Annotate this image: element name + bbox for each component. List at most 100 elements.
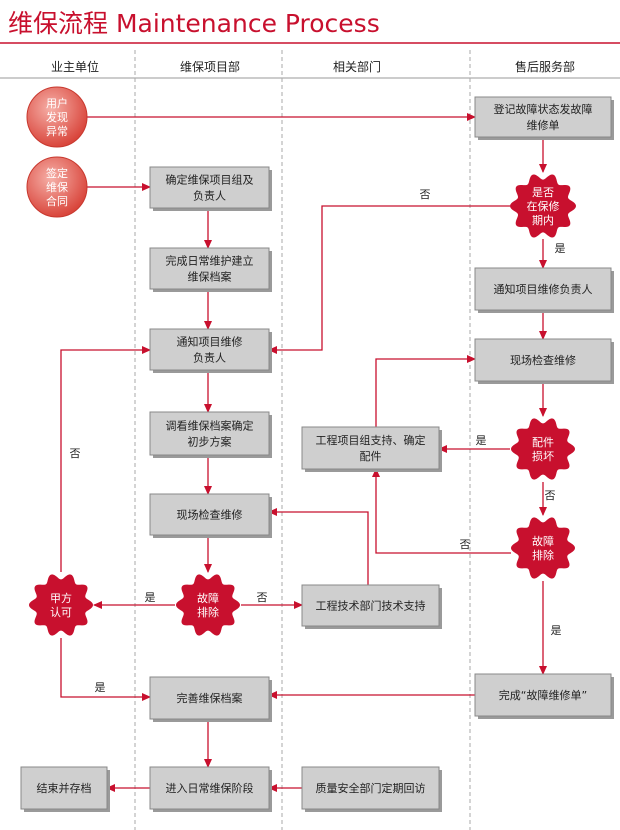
edge-tech-to-onsite-mid [268,508,369,585]
node-label: 期内 [532,213,554,227]
node-label: 现场检查维修 [510,353,576,367]
node-label: 完成日常维护建立 [166,254,254,268]
node-label: 认可 [50,606,72,619]
node-box [149,247,270,290]
node-label: 初步方案 [188,435,232,449]
edge-label-no-4: 否 [460,538,471,551]
node-box [301,766,440,810]
node-onsite-mid: 现场检查维修 [149,493,272,538]
edge-approve-yes-to-improve [60,638,151,701]
lane-header-owner: 业主单位 [50,60,99,74]
node-box [474,96,612,138]
node-label: 进入日常维保阶段 [166,781,254,795]
node-label: 通知项目维修负责人 [494,282,593,296]
node-label: 是否 [532,186,554,199]
node-improve-archive: 完善维保档案 [149,676,272,722]
node-box [301,426,440,470]
node-label: 排除 [532,548,554,562]
node-onsite-right: 现场检查维修 [474,338,614,384]
edge-label-yes-5: 是 [95,681,106,694]
node-label: 签定 [46,166,68,180]
node-label: 工程项目组支持、确定 [316,433,426,447]
node-label: 配件 [532,436,554,449]
edge-support-to-onsite-right [375,355,476,427]
node-label: 故障 [532,534,554,548]
edge-label-yes-4: 是 [551,624,562,637]
node-label: 现场检查维修 [177,508,243,522]
page-title: 维保流程 Maintenance Process [8,9,380,38]
node-box [149,766,270,810]
node-label: 损坏 [532,449,554,463]
node-quality-visit: 质量安全部门定期回访 [301,766,442,812]
node-label: 甲方 [50,591,72,605]
node-circle [26,86,88,148]
node-circle [26,156,88,218]
node-label: 用户 [46,96,68,110]
lane-header-project-dept: 维保项目部 [179,60,240,74]
node-box [149,411,270,456]
lane-header-related-dept: 相关部门 [332,60,381,74]
node-box [20,766,108,810]
node-complete-order: 完成“故障维修单” [474,673,614,719]
node-enter-daily: 进入日常维保阶段 [149,766,272,812]
node-label: 故障 [197,591,219,605]
node-label: 发现 [46,110,68,124]
node-tech-support: 工程技术部门技术支持 [301,584,442,629]
node-label: 配件 [360,450,382,463]
node-label: 负责人 [193,189,226,203]
node-notify-lead-mid: 通知项目维修负责人 [149,328,272,373]
node-label: 完成“故障维修单” [499,688,587,702]
node-label: 通知项目维修 [177,335,243,349]
node-box [474,673,612,717]
edge-fault-right-no-to-support [372,468,511,554]
edge-label-yes-1: 是 [555,242,566,255]
edge-label-no-5: 否 [257,591,268,604]
node-label: 登记故障状态发故障 [494,102,593,116]
node-label: 维保档案 [188,270,232,284]
node-box [474,338,612,382]
node-label: 确定维保项目组及 [166,173,254,187]
node-box [149,166,270,209]
node-flower [176,574,240,636]
node-label: 在保修 [527,199,560,213]
node-box [149,676,270,720]
node-label: 工程技术部门技术支持 [316,599,426,613]
node-label: 调看维保档案确定 [166,419,254,433]
node-label: 异常 [46,125,68,138]
node-flower [511,517,575,579]
node-label: 维修单 [527,118,560,132]
node-label: 结束并存档 [37,781,92,795]
edge-label-no-1: 否 [420,188,431,201]
node-label: 完善维保档案 [177,691,243,705]
node-label: 合同 [46,194,68,208]
edge-label-yes-2: 是 [476,434,487,447]
edge-label-no-2: 否 [70,447,81,460]
edge-label-no-3: 否 [545,489,556,502]
node-flower [511,418,575,480]
node-label: 维保 [46,180,68,194]
node-label: 质量安全部门定期回访 [316,781,426,795]
node-label: 排除 [197,605,219,619]
node-label: 负责人 [193,351,226,365]
node-box [301,584,440,627]
edge-label-yes-3: 是 [145,591,156,604]
node-notify-lead-right: 通知项目维修负责人 [474,267,614,313]
edge-approve-no-to-notify-mid [60,346,151,572]
node-flower [510,174,576,238]
lane-header-service-dept: 售后服务部 [514,60,575,74]
node-box [149,328,270,371]
node-end-archive: 结束并存档 [20,766,110,812]
